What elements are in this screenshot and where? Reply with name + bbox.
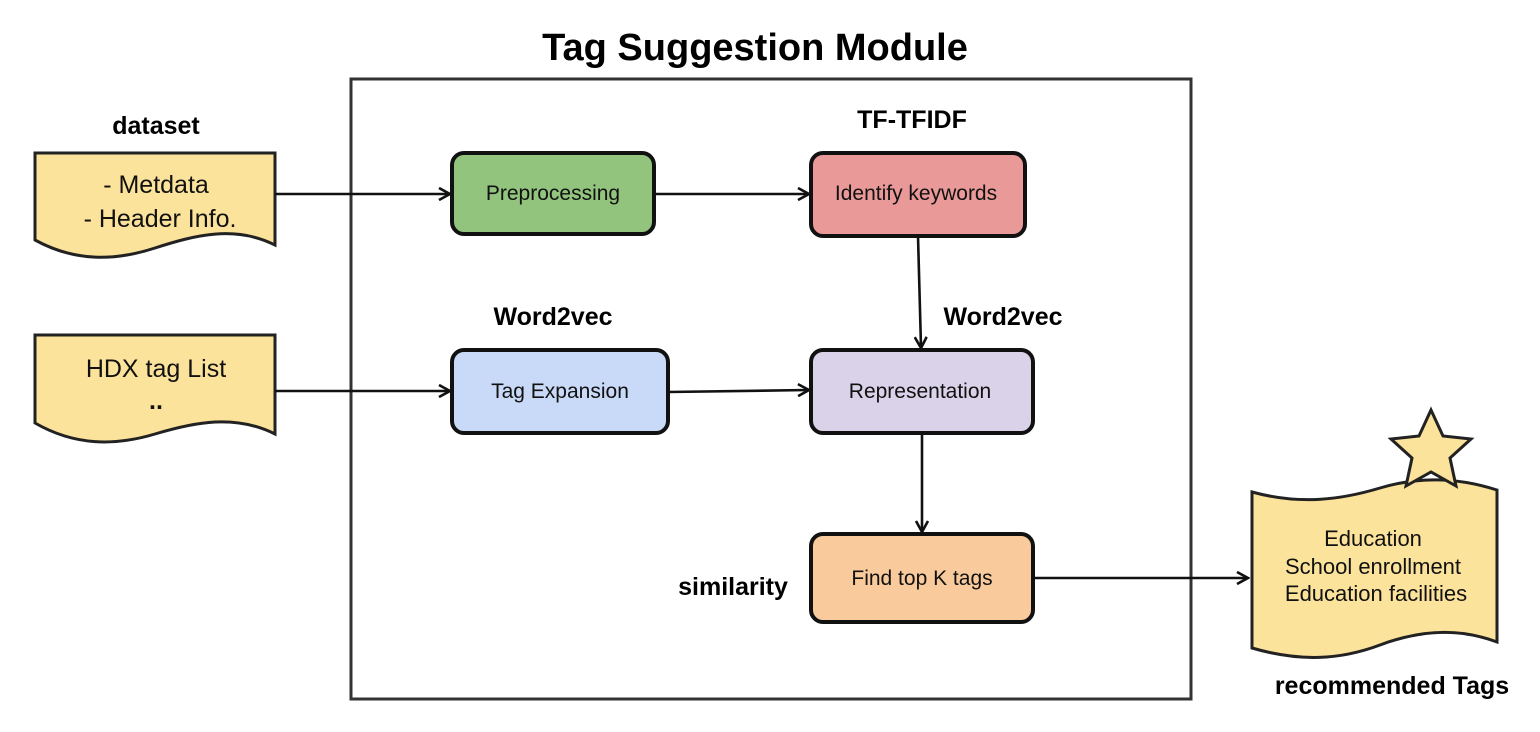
hdx-tag-list-document <box>33 333 277 444</box>
dataset-label: dataset <box>112 112 200 140</box>
output-line-2: School enrollment <box>1285 554 1461 579</box>
annotation-tf-tfidf: TF-TFIDF <box>857 106 967 134</box>
module-frame <box>349 77 1193 701</box>
node-representation-label: Representation <box>849 380 991 403</box>
output-line-3: Education facilities <box>1285 581 1467 606</box>
node-identify-keywords-label: Identify keywords <box>835 182 997 205</box>
dataset-line-2: - Header Info. <box>84 205 237 233</box>
dataset-line-1: - Metdata <box>103 171 209 199</box>
output-line-1: Education <box>1324 526 1422 551</box>
edge-identify-to-representation <box>918 235 921 347</box>
node-preprocessing-label: Preprocessing <box>486 182 620 205</box>
recommended-tags-label: recommended Tags <box>1275 672 1509 700</box>
dataset-document <box>33 151 277 259</box>
annotation-word2vec-right: Word2vec <box>943 303 1062 331</box>
edge-tag-expansion-to-representation <box>667 390 808 392</box>
star-icon <box>1387 406 1475 489</box>
hdx-line-1: HDX tag List <box>86 355 226 383</box>
annotation-similarity: similarity <box>678 573 788 601</box>
hdx-line-2: .. <box>149 387 163 415</box>
node-tag-expansion-label: Tag Expansion <box>491 380 629 403</box>
recommended-tags-document <box>1250 478 1499 659</box>
annotation-word2vec-left: Word2vec <box>493 303 612 331</box>
diagram-title: Tag Suggestion Module <box>542 27 968 69</box>
node-find-top-k-tags-label: Find top K tags <box>851 567 992 590</box>
